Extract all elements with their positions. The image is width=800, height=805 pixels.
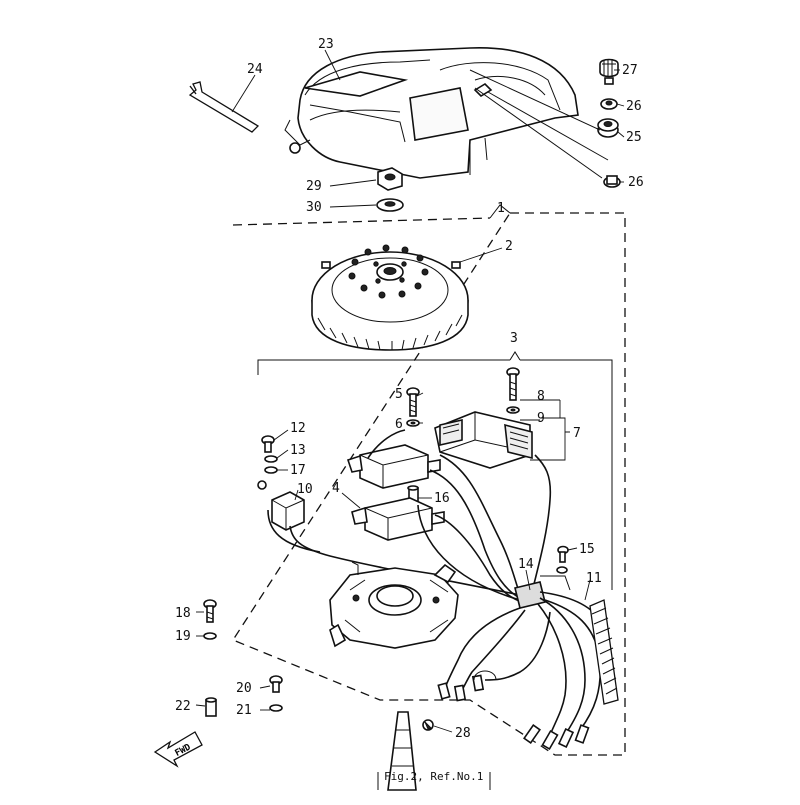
pulser-coil (257, 480, 521, 596)
grommet-28 (387, 711, 434, 791)
ignition-coil-lower (351, 497, 445, 541)
callout-12: 12 (290, 421, 306, 436)
wire-harness (367, 429, 619, 751)
washer-6 (406, 419, 420, 427)
subassembly-bracket (257, 359, 613, 590)
washer-21 (269, 704, 283, 712)
leader-lines (195, 49, 625, 733)
assembly-boundary (232, 212, 626, 756)
callout-11: 11 (586, 571, 602, 586)
callout-7: 7 (573, 426, 581, 441)
callout-18: 18 (175, 606, 191, 621)
callout-3: 3 (510, 331, 518, 346)
washer-9 (506, 406, 520, 414)
callout-17: 17 (290, 463, 306, 478)
bolt-20 (269, 675, 283, 693)
callout-10: 10 (297, 482, 313, 497)
callout-16: 16 (434, 491, 450, 506)
callout-4: 4 (332, 481, 340, 496)
callout-29: 29 (306, 179, 322, 194)
assembly-bracket (489, 204, 511, 219)
callout-23: 23 (318, 37, 334, 52)
callout-19: 19 (175, 629, 191, 644)
callout-13: 13 (290, 443, 306, 458)
washer-13 (264, 455, 278, 463)
callout-21: 21 (236, 703, 252, 718)
fwd-arrow: FWD (153, 731, 203, 768)
stator-base (329, 561, 459, 649)
flywheel (311, 244, 469, 351)
callout-20: 20 (236, 681, 252, 696)
callout-30: 30 (306, 200, 322, 215)
bolt-18 (203, 599, 217, 623)
callout-24: 24 (247, 62, 263, 77)
washer-17 (264, 466, 278, 474)
callout-9: 9 (537, 411, 545, 426)
callout-26b: 26 (628, 175, 644, 190)
bolt-8 (506, 367, 520, 401)
bolt-15 (556, 545, 569, 574)
callout-2: 2 (505, 239, 513, 254)
callout-14: 14 (518, 557, 534, 572)
callout-28: 28 (455, 726, 471, 741)
callout-22: 22 (175, 699, 191, 714)
charge-coil (434, 411, 533, 469)
flywheel-cover (284, 47, 579, 179)
bolt-12 (261, 435, 275, 453)
reference-note-text: Fig.2, Ref.No.1 (384, 770, 483, 783)
callout-5: 5 (395, 387, 403, 402)
callout-26a: 26 (626, 99, 642, 114)
callout-6: 6 (395, 417, 403, 432)
subassembly-bracket-tip (509, 351, 521, 361)
callout-8: 8 (537, 389, 545, 404)
reference-note: Fig.2, Ref.No.1 (377, 770, 491, 790)
bolt-5 (406, 387, 420, 417)
callout-15: 15 (579, 542, 595, 557)
ignition-coil-upper (346, 444, 441, 489)
callout-25: 25 (626, 130, 642, 145)
callout-1: 1 (497, 201, 505, 216)
callout-labels: 1 2 3 4 5 6 7 8 9 10 11 12 13 14 15 16 1… (175, 37, 644, 741)
callout-27: 27 (622, 63, 638, 78)
spacer-22 (205, 697, 217, 717)
hose (188, 81, 260, 133)
washer-19 (203, 632, 217, 640)
